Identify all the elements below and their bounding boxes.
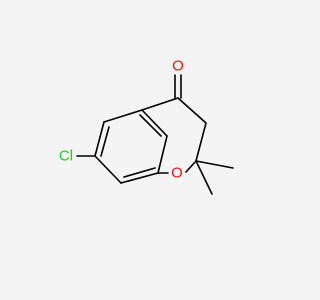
bond-c8a-c4a-inner (139, 114, 162, 137)
bond-c7-c8-inner (123, 167, 156, 178)
bond-c8a-c4a (141, 109, 168, 137)
atom-oxygen-carbonyl-label: O (172, 58, 184, 75)
molecule-canvas: O O Cl (59, 58, 234, 195)
atom-chlorine-label: Cl (59, 148, 73, 165)
molecule-structure: O O Cl (59, 58, 234, 195)
bond-c2-methyl-b (195, 160, 213, 195)
bond-c8-c8a (157, 135, 168, 174)
bond-c5-c6-inner (100, 126, 110, 157)
bond-c4a-c4 (141, 97, 179, 111)
bond-c2-o1 (185, 160, 197, 173)
bond-c6-c7 (94, 155, 122, 184)
bond-c2-methyl-a (195, 160, 234, 169)
bond-c4a-c5 (103, 109, 143, 123)
bond-c7-c8 (120, 172, 159, 184)
bond-c3-c2 (195, 122, 207, 162)
atom-oxygen-ring-label: O (171, 165, 183, 182)
bond-c4-c3 (177, 97, 207, 124)
bond-c5-c6 (94, 121, 105, 157)
